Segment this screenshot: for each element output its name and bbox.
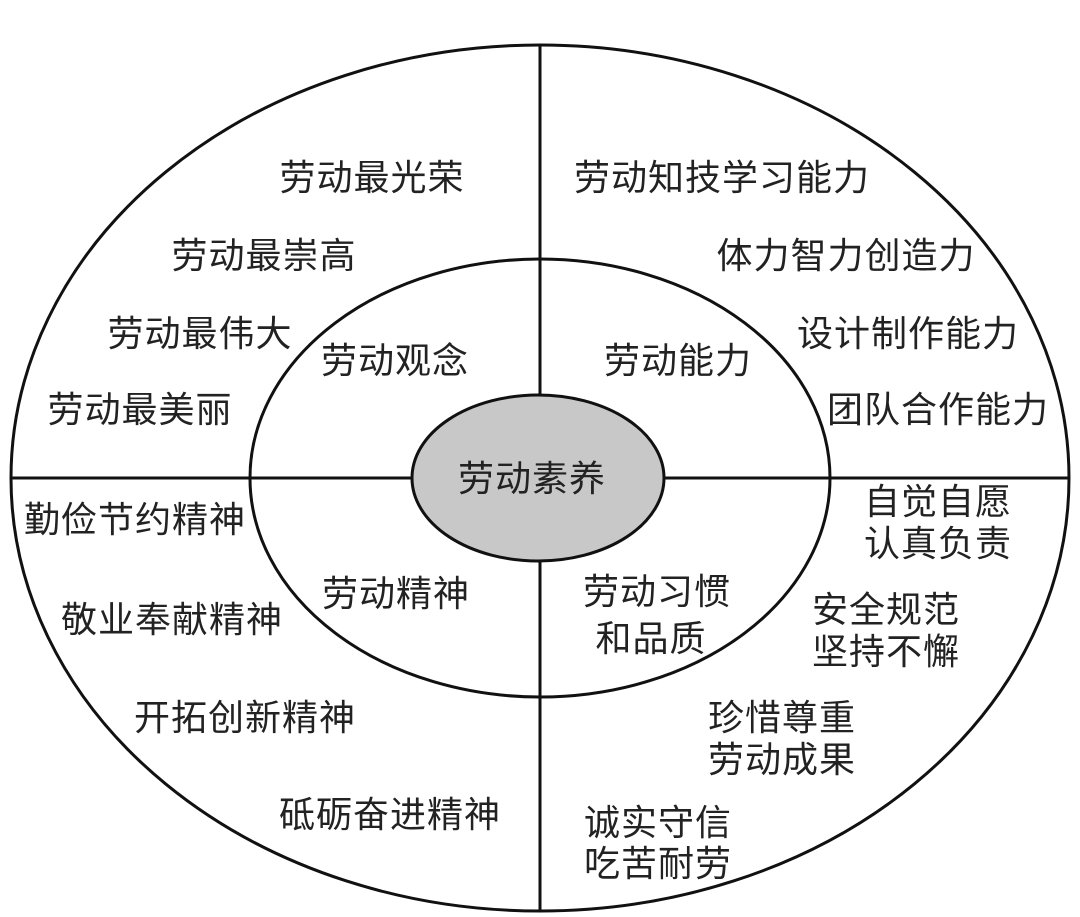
core-ellipse (410, 393, 666, 563)
bottom-right-item: 诚实守信 (584, 803, 732, 844)
top-left-item: 劳动最光荣 (279, 158, 464, 199)
bottom-right-item: 坚持不懈 (812, 632, 960, 673)
bottom-right-item: 自觉自愿 (864, 482, 1012, 523)
center-label: 劳动素养 (458, 459, 606, 500)
bottom-right-item: 劳动成果 (708, 740, 856, 781)
top-right-title: 劳动能力 (604, 341, 752, 382)
top-right-item: 团队合作能力 (827, 390, 1049, 431)
top-right-item: 劳动知技学习能力 (574, 158, 870, 199)
top-right-item: 体力智力创造力 (716, 236, 975, 277)
bottom-right-item: 珍惜尊重 (708, 698, 856, 739)
top-left-item: 劳动最伟大 (107, 314, 292, 355)
bottom-right-item: 认真负责 (864, 524, 1012, 565)
top-left-item: 劳动最美丽 (47, 390, 232, 431)
bottom-right-item: 吃苦耐劳 (584, 844, 732, 885)
bottom-left-item: 砥砺奋进精神 (279, 795, 501, 836)
bottom-left-item: 开拓创新精神 (134, 698, 356, 739)
top-left-title: 劳动观念 (321, 341, 469, 382)
top-left-item: 劳动最崇高 (171, 236, 356, 277)
middle-ring (248, 257, 832, 699)
bottom-left-title: 劳动精神 (322, 574, 470, 615)
bottom-left-item: 敬业奉献精神 (61, 600, 283, 641)
bottom-right-title: 劳动习惯 (583, 572, 731, 613)
top-right-item: 设计制作能力 (797, 314, 1019, 355)
bottom-right-title: 和品质 (595, 619, 706, 660)
bottom-left-item: 勤俭节约精神 (24, 500, 246, 541)
bottom-right-item: 安全规范 (812, 590, 960, 631)
